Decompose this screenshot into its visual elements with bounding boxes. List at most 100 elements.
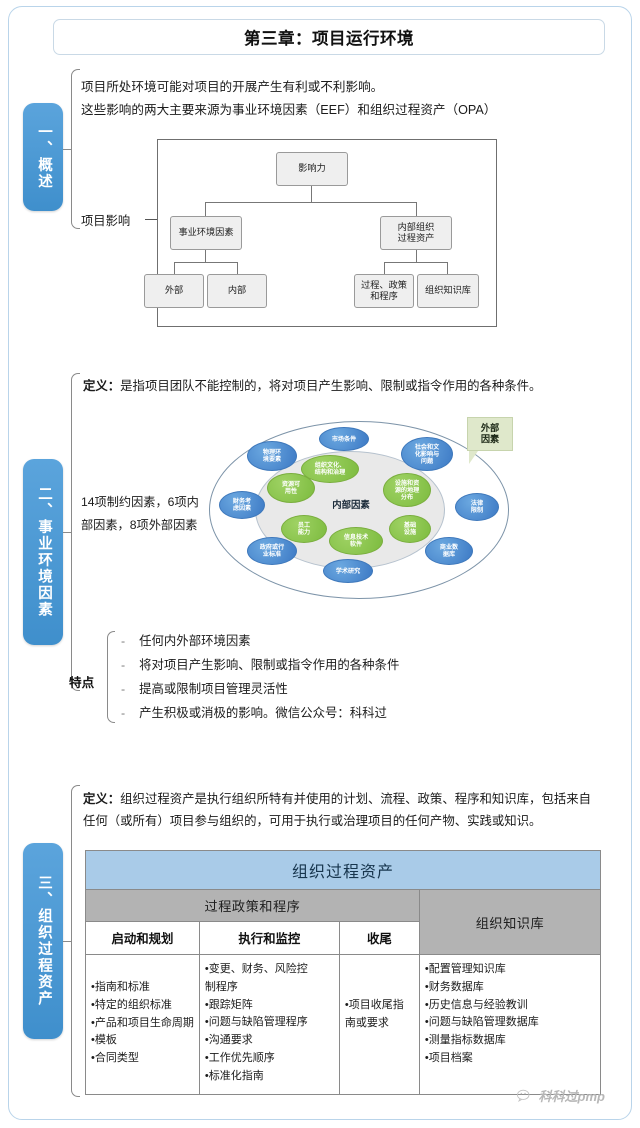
external-factor-bubble-government-standards: 政府或行 业标准 bbox=[247, 537, 297, 565]
opa-sub-header-closing: 收尾 bbox=[338, 921, 420, 955]
external-factors-callout: 外部 因素 bbox=[467, 417, 513, 451]
section-2-brace-tick bbox=[63, 532, 72, 534]
external-factor-label: 学术研究 bbox=[335, 567, 361, 575]
bullet-dash-icon: - bbox=[121, 657, 126, 672]
tree-connector bbox=[416, 202, 418, 216]
external-factor-bubble-commercial-db: 商业数 据库 bbox=[425, 537, 473, 565]
table-row-sub-header: 启动和规划 执行和监控 收尾 bbox=[85, 921, 601, 955]
watermark: 科科过pmp bbox=[516, 1086, 605, 1105]
internal-factors-center-label: 内部因素 bbox=[332, 499, 370, 510]
overview-line-1: 项目所处环境可能对项目的开展产生有利或不利影响。 bbox=[81, 80, 384, 94]
bullet-dash-icon: - bbox=[121, 633, 126, 648]
cell-line: •指南和标准 bbox=[91, 981, 150, 993]
eef-features-label: 特点 bbox=[69, 676, 95, 690]
cell-line: •标准化指南 bbox=[204, 1069, 264, 1082]
section-3-brace-tick bbox=[63, 941, 72, 943]
table-row-body: •指南和标准 •特定的组织标准 •产品和项目生命周期 •模板 •合同类型 •变更… bbox=[85, 954, 602, 1095]
tree-connector bbox=[205, 202, 417, 204]
tree-leaf-external: 外部 bbox=[144, 274, 204, 308]
external-factor-label: 商业数 据库 bbox=[439, 544, 459, 558]
external-factor-bubble-physical-env: 物理环 境要素 bbox=[247, 441, 297, 471]
opa-definition-text: 组织过程资产是执行组织所特有并使用的计划、流程、政策、程序和知识库，包括来自任何… bbox=[83, 792, 592, 829]
internal-factor-label: 组织文化、 结构和治理 bbox=[314, 462, 346, 476]
tree-node-opa: 内部组织 过程资产 bbox=[380, 216, 452, 250]
list-item-label: 任何内外部环境因素 bbox=[139, 633, 251, 648]
cell-line: •问题与缺陷管理程序 bbox=[204, 1016, 308, 1029]
wechat-icon bbox=[516, 1089, 534, 1103]
cell-line: •财务数据库 bbox=[424, 980, 484, 993]
tree-leaf-process-policy-label-1: 过程、政策 bbox=[361, 279, 407, 290]
eef-definition: 定义：是指项目团队不能控制的，将对项目产生影响、限制或指令作用的各种条件。 bbox=[83, 376, 593, 394]
cell-line: •特定的组织标准 bbox=[91, 998, 172, 1011]
tree-leaf-knowledge-base: 组织知识库 bbox=[417, 274, 479, 308]
section-2-brace bbox=[71, 373, 80, 691]
sidebar-item-overview[interactable]: 一、概述 bbox=[23, 103, 63, 211]
watermark-text: 科科过pmp bbox=[538, 1089, 605, 1104]
cell-line: •合同类型 bbox=[91, 1052, 139, 1065]
tree-leaf-process-policy-label-2: 和程序 bbox=[370, 291, 398, 301]
tree-connector bbox=[384, 262, 448, 264]
tree-node-root-label: 影响力 bbox=[298, 163, 326, 174]
cell-line: •模板 bbox=[91, 1034, 117, 1047]
external-factor-label: 政府或行 业标准 bbox=[259, 544, 285, 558]
list-item-label: 提高或限制项目管理灵活性 bbox=[139, 681, 288, 696]
external-factor-bubble-social-cultural: 社会和文 化影响与 问题 bbox=[401, 437, 453, 471]
internal-factor-label: 基础 设施 bbox=[403, 522, 417, 536]
tree-node-eef: 事业环境因素 bbox=[170, 216, 242, 250]
external-factor-bubble-legal: 法律 限制 bbox=[455, 493, 499, 521]
opa-cell-knowledge-base: •配置管理知识库 •财务数据库 •历史信息与经验教训 •问题与缺陷管理数据库 •… bbox=[418, 954, 602, 1095]
cell-line: 南或要求 bbox=[344, 1016, 389, 1029]
opa-sub-header-executing: 执行和监控 bbox=[198, 921, 340, 955]
external-factor-bubble-academic: 学术研究 bbox=[323, 559, 373, 583]
sidebar-item-label: 二、事业环境因素 bbox=[35, 486, 52, 618]
section-3-brace bbox=[71, 785, 80, 1097]
opa-group-header-process: 过程政策和程序 bbox=[85, 889, 420, 922]
internal-factor-bubble-resource-availability: 资源可 用性 bbox=[267, 473, 315, 503]
section-1-brace-tick bbox=[63, 149, 72, 151]
tree-connector bbox=[416, 250, 418, 262]
external-factors-callout-line-1: 外部 bbox=[480, 422, 500, 433]
list-item-label: 将对项目产生影响、限制或指令作用的各种条件 bbox=[139, 657, 400, 672]
opa-group-header-knowledge: 组织知识库 bbox=[418, 889, 602, 955]
sidebar-item-eef[interactable]: 二、事业环境因素 bbox=[23, 459, 63, 645]
cell-line: •历史信息与经验教训 bbox=[424, 998, 528, 1011]
list-item: - 任何内外部环境因素 bbox=[121, 629, 541, 653]
tree-leaf-knowledge-base-label: 组织知识库 bbox=[425, 285, 471, 296]
external-factor-label: 物理环 境要素 bbox=[262, 449, 282, 463]
chapter-header: 第三章：项目运行环境 bbox=[53, 19, 605, 55]
opa-sub-header-initiating: 启动和规划 bbox=[85, 921, 200, 955]
cell-line: 制程序 bbox=[204, 980, 238, 993]
tree-connector bbox=[174, 262, 176, 274]
cell-line: •项目档案 bbox=[424, 1052, 473, 1065]
internal-factor-bubble-staff-capability: 员工 能力 bbox=[281, 515, 327, 543]
tree-leaf-internal: 内部 bbox=[207, 274, 267, 308]
project-impact-label: 项目影响 bbox=[81, 214, 131, 228]
external-factor-label: 市场条件 bbox=[331, 435, 357, 443]
external-factor-bubble-financial: 财务考 虑因素 bbox=[219, 491, 265, 519]
tree-connector bbox=[205, 250, 207, 262]
tree-node-eef-label: 事业环境因素 bbox=[178, 227, 234, 238]
tree-node-opa-label-2: 过程资产 bbox=[397, 233, 435, 243]
tree-leaf-internal-label: 内部 bbox=[227, 285, 247, 296]
internal-factor-label: 员工 能力 bbox=[297, 522, 311, 536]
list-item: - 将对项目产生影响、限制或指令作用的各种条件 bbox=[121, 653, 541, 677]
bullet-dash-icon: - bbox=[121, 705, 126, 720]
internal-factor-bubble-infrastructure: 基础 设施 bbox=[389, 515, 431, 543]
overview-line-2: 这些影响的两大主要来源为事业环境因素（EEF）和组织过程资产（OPA） bbox=[81, 103, 497, 117]
cell-line: •测量指标数据库 bbox=[424, 1034, 506, 1047]
page-frame: 第三章：项目运行环境 一、概述 二、事业环境因素 三、组织过程资产 项目所处环境… bbox=[8, 6, 632, 1120]
sidebar-item-label: 三、组织过程资产 bbox=[35, 875, 52, 1007]
eef-oval-diagram: 市场条件 社会和文 化影响与 问题 法律 限制 商业数 据库 学术研究 政府或行… bbox=[205, 411, 525, 611]
bullet-dash-icon: - bbox=[121, 681, 126, 696]
sidebar-item-opa[interactable]: 三、组织过程资产 bbox=[23, 843, 63, 1039]
internal-factor-bubble-it-software: 信息技术 软件 bbox=[329, 527, 383, 555]
influence-tree-diagram: 影响力 事业环境因素 内部组织 过程资产 外部 内部 bbox=[144, 139, 497, 327]
internal-factor-bubble-culture: 组织文化、 结构和治理 bbox=[301, 455, 359, 483]
tree-node-opa-label-1: 内部组织 bbox=[397, 221, 435, 232]
callout-tail bbox=[469, 451, 478, 464]
list-item: - 产生积极或消极的影响。微信公众号：科科过 bbox=[121, 701, 541, 725]
cell-line: •沟通要求 bbox=[204, 1034, 253, 1047]
cell-line: •项目收尾指 bbox=[344, 999, 404, 1011]
tree-leaf-external-label: 外部 bbox=[164, 285, 184, 296]
opa-table-title: 组织过程资产 bbox=[85, 850, 601, 890]
